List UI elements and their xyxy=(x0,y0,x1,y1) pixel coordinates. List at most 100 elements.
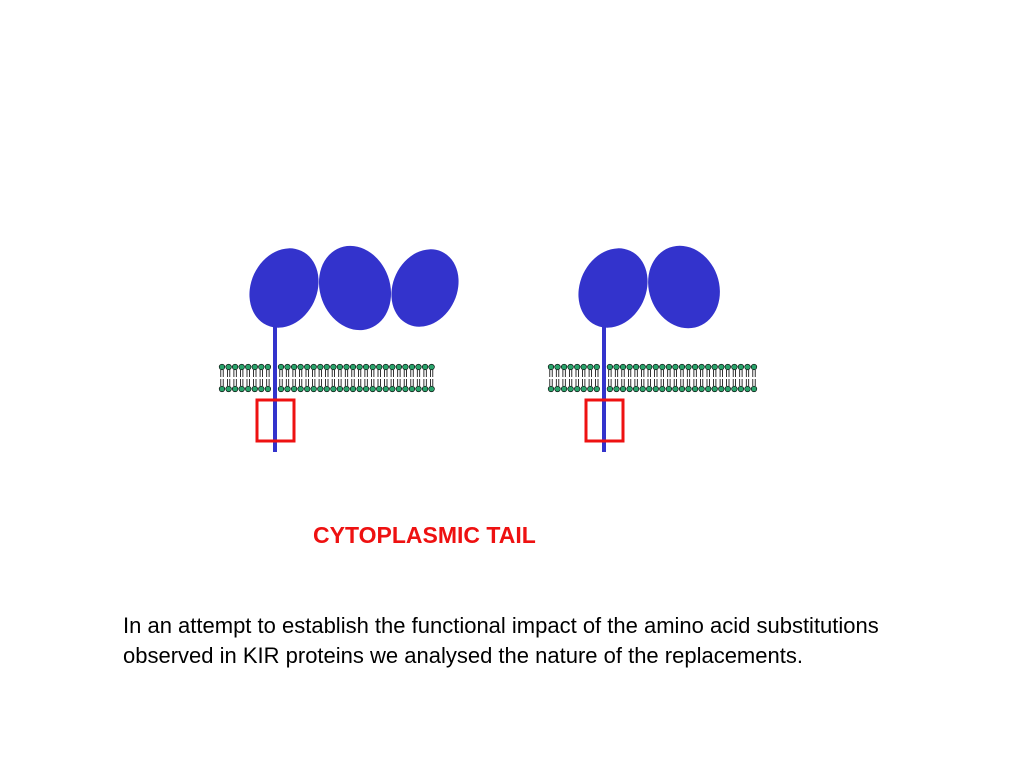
lipid-head-lower xyxy=(225,385,232,393)
lipid-head-lower xyxy=(349,385,357,393)
lipid-head-upper xyxy=(395,363,403,371)
lipid-head-upper xyxy=(402,363,409,371)
lipid-head-upper xyxy=(574,363,581,371)
lipid-head-upper xyxy=(672,363,679,371)
lipid-head-lower xyxy=(750,385,758,393)
lipid-head-upper xyxy=(587,363,594,371)
lipid-head-lower xyxy=(639,385,646,393)
lipid-head-lower xyxy=(218,385,226,393)
lipid-head-upper xyxy=(330,363,337,371)
lipid-head-lower xyxy=(580,385,587,393)
lipid-head-upper xyxy=(685,363,692,371)
lipid-head-lower xyxy=(310,385,317,393)
lipid-head-lower xyxy=(428,385,435,393)
lipid-head-lower xyxy=(323,385,330,393)
lipid-head-upper xyxy=(718,363,725,371)
lipid-head-upper xyxy=(245,363,252,371)
receptor-three-domain xyxy=(218,245,459,452)
lipid-head-upper xyxy=(750,363,758,371)
lipid-head-upper xyxy=(415,363,422,371)
lipid-head-lower xyxy=(731,385,738,393)
lipid-head-upper xyxy=(284,363,291,371)
lipid-head-lower xyxy=(277,385,285,393)
ig-domain-1 xyxy=(249,248,319,328)
lipid-head-lower xyxy=(698,385,705,393)
lipid-head-lower xyxy=(691,385,699,393)
lipid-head-upper xyxy=(408,363,416,371)
lipid-head-upper xyxy=(323,363,330,371)
lipid-head-lower xyxy=(382,385,389,393)
lipid-head-lower xyxy=(402,385,409,393)
lipid-head-lower xyxy=(422,385,429,393)
lipid-head-lower xyxy=(264,385,272,393)
ig-domain-2 xyxy=(318,245,392,331)
lipid-head-lower xyxy=(593,385,600,393)
lipid-head-upper xyxy=(711,363,718,371)
lipid-head-upper xyxy=(659,363,666,371)
lipid-head-lower xyxy=(304,385,311,393)
lipid-head-upper xyxy=(363,363,370,371)
lipid-head-lower xyxy=(711,385,718,393)
lipid-head-lower xyxy=(258,385,265,393)
lipid-head-upper xyxy=(218,363,226,371)
lipid-head-upper xyxy=(369,363,376,371)
lipid-head-upper xyxy=(264,363,272,371)
lipid-head-upper xyxy=(382,363,389,371)
lipid-head-lower xyxy=(238,385,245,393)
lipid-head-lower xyxy=(560,385,568,393)
lipid-head-lower xyxy=(395,385,403,393)
lipid-head-upper xyxy=(547,363,555,371)
cytoplasmic-tail-box xyxy=(584,398,625,443)
lipid-head-lower xyxy=(626,385,633,393)
lipid-head-lower xyxy=(672,385,679,393)
lipid-head-upper xyxy=(376,363,383,371)
lipid-head-upper xyxy=(606,363,614,371)
lipid-head-upper xyxy=(652,363,659,371)
lipid-head-lower xyxy=(317,385,324,393)
lipid-head-upper xyxy=(251,363,258,371)
lipid-head-lower xyxy=(389,385,396,393)
lipid-head-upper xyxy=(705,363,712,371)
lipid-head-lower xyxy=(613,385,620,393)
lipid-head-upper xyxy=(343,363,350,371)
lipid-head-upper xyxy=(232,363,239,371)
lipid-head-upper xyxy=(349,363,357,371)
lipid-head-upper xyxy=(560,363,568,371)
lipid-head-lower xyxy=(619,385,627,393)
lipid-head-lower xyxy=(587,385,594,393)
membrane-bilayer-right xyxy=(547,363,758,393)
lipid-head-upper xyxy=(277,363,285,371)
lipid-head-lower xyxy=(646,385,653,393)
lipid-head-lower xyxy=(724,385,731,393)
lipid-head-upper xyxy=(554,363,561,371)
lipid-head-lower xyxy=(291,385,298,393)
lipid-head-upper xyxy=(428,363,435,371)
lipid-head-upper xyxy=(304,363,311,371)
lipid-head-lower xyxy=(369,385,376,393)
lipid-head-lower xyxy=(336,385,344,393)
receptor-two-domain xyxy=(547,245,758,452)
membrane-bilayer-left xyxy=(218,363,435,393)
lipid-head-upper xyxy=(737,363,745,371)
lipid-head-lower xyxy=(363,385,370,393)
lipid-head-lower xyxy=(376,385,383,393)
lipid-head-upper xyxy=(632,363,640,371)
lipid-head-lower xyxy=(652,385,659,393)
lipid-head-upper xyxy=(422,363,429,371)
lipid-head-lower xyxy=(251,385,258,393)
lipid-head-upper xyxy=(310,363,317,371)
lipid-head-upper xyxy=(691,363,699,371)
lipid-head-upper xyxy=(678,363,686,371)
lipid-head-lower xyxy=(659,385,666,393)
lipid-head-lower xyxy=(737,385,745,393)
lipid-head-lower xyxy=(330,385,337,393)
lipid-head-lower xyxy=(678,385,686,393)
lipid-head-upper xyxy=(580,363,587,371)
lipid-head-upper xyxy=(225,363,232,371)
lipid-head-lower xyxy=(606,385,614,393)
lipid-head-upper xyxy=(297,363,304,371)
lipid-head-lower xyxy=(415,385,422,393)
lipid-head-lower xyxy=(574,385,581,393)
lipid-head-lower xyxy=(685,385,692,393)
lipid-head-upper xyxy=(665,363,673,371)
